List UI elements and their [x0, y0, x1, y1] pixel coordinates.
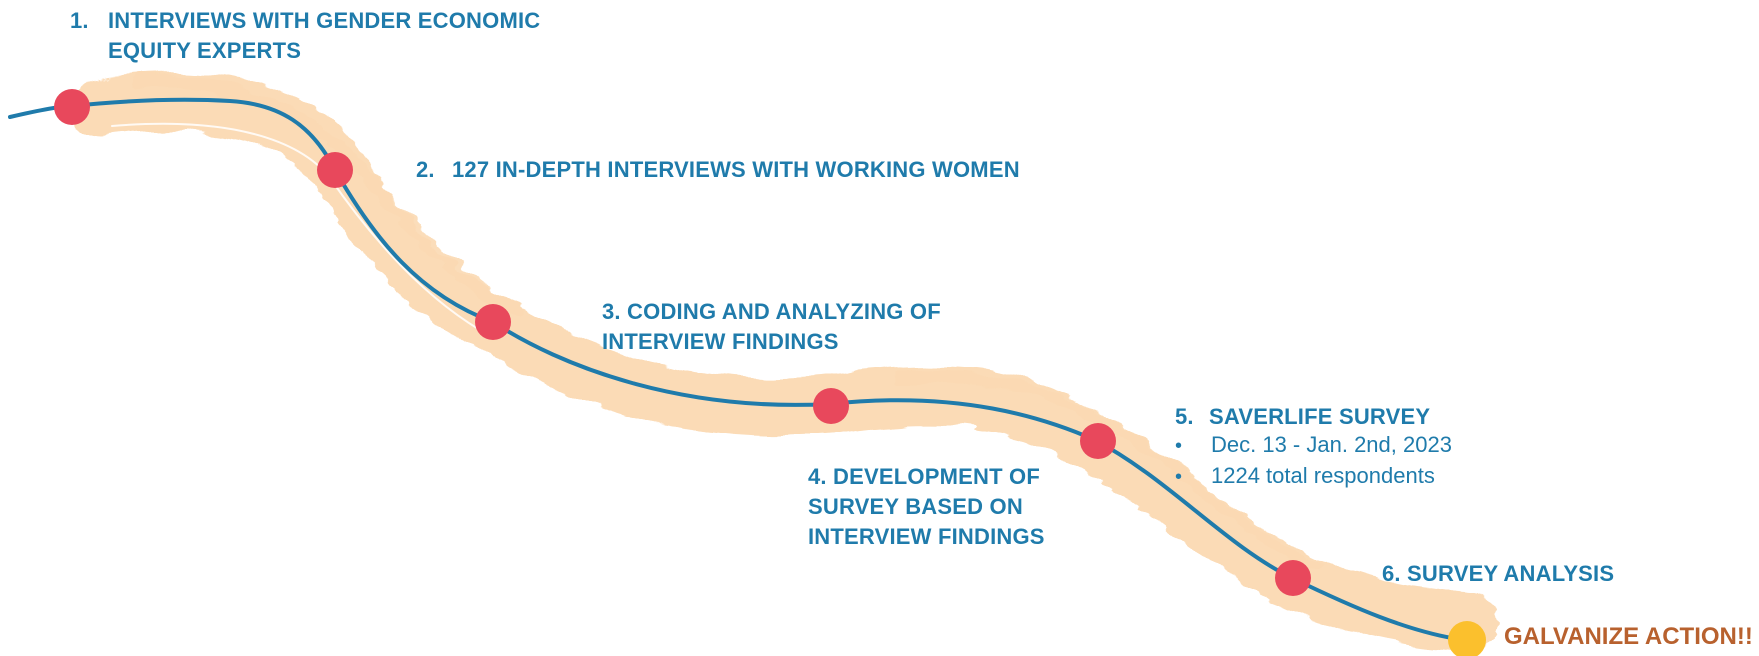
final-marker — [1448, 621, 1486, 656]
milestone-marker-5 — [1080, 423, 1116, 459]
step-1-title-line1: INTERVIEWS WITH GENDER ECONOMIC — [108, 8, 541, 33]
step-5-bullet-2: • 1224 total respondents — [1175, 461, 1452, 492]
step-5-title: 5. SAVERLIFE SURVEY — [1175, 402, 1430, 432]
milestone-marker-2 — [317, 152, 353, 188]
step-5-bullet-2-text: 1224 total respondents — [1211, 463, 1435, 488]
step-6-title: 6. SURVEY ANALYSIS — [1382, 559, 1614, 589]
journey-path — [8, 97, 1467, 642]
bullet-icon: • — [1175, 435, 1183, 457]
bullet-icon: • — [1175, 466, 1183, 488]
step-5-title-line1: SAVERLIFE SURVEY — [1209, 404, 1431, 429]
step-4-title-line2: SURVEY BASED ON — [808, 494, 1023, 519]
milestone-marker-4 — [813, 388, 849, 424]
step-4-title-line1: 4. DEVELOPMENT OF — [808, 464, 1040, 489]
milestone-marker-6 — [1275, 560, 1311, 596]
step-6-title-line1: 6. SURVEY ANALYSIS — [1382, 561, 1615, 586]
milestone-marker-3 — [475, 304, 511, 340]
step-2-title: 2. 127 IN-DEPTH INTERVIEWS WITH WORKING W… — [416, 155, 1020, 185]
step-4-title-line3: INTERVIEW FINDINGS — [808, 524, 1045, 549]
step-1-title-line2: EQUITY EXPERTS — [108, 38, 302, 63]
step-5-bullet-1-text: Dec. 13 - Jan. 2nd, 2023 — [1211, 432, 1452, 457]
final-label: GALVANIZE ACTION!! — [1504, 623, 1753, 650]
step-5-bullet-1: • Dec. 13 - Jan. 2nd, 2023 — [1175, 430, 1452, 461]
step-2-title-line1: 127 IN-DEPTH INTERVIEWS WITH WORKING WOM… — [452, 157, 1020, 182]
step-4-title: 4. DEVELOPMENT OF SURVEY BASED ON INTERVIE… — [808, 462, 1045, 552]
step-3-title-line1: 3. CODING AND ANALYZING OF — [602, 299, 941, 324]
step-3-title: 3. CODING AND ANALYZING OF INTERVIEW FIND… — [602, 297, 941, 357]
step-5-bullet-list: • Dec. 13 - Jan. 2nd, 2023 • 1224 total re… — [1175, 430, 1452, 492]
step-1-title: 1. INTERVIEWS WITH GENDER ECONOMIC EQUITY … — [70, 6, 540, 66]
milestone-marker-1 — [54, 89, 90, 125]
step-5-number: 5. — [1175, 404, 1194, 429]
step-2-number: 2. — [416, 157, 435, 182]
step-3-title-line2: INTERVIEW FINDINGS — [602, 329, 839, 354]
step-1-number: 1. — [70, 8, 89, 33]
